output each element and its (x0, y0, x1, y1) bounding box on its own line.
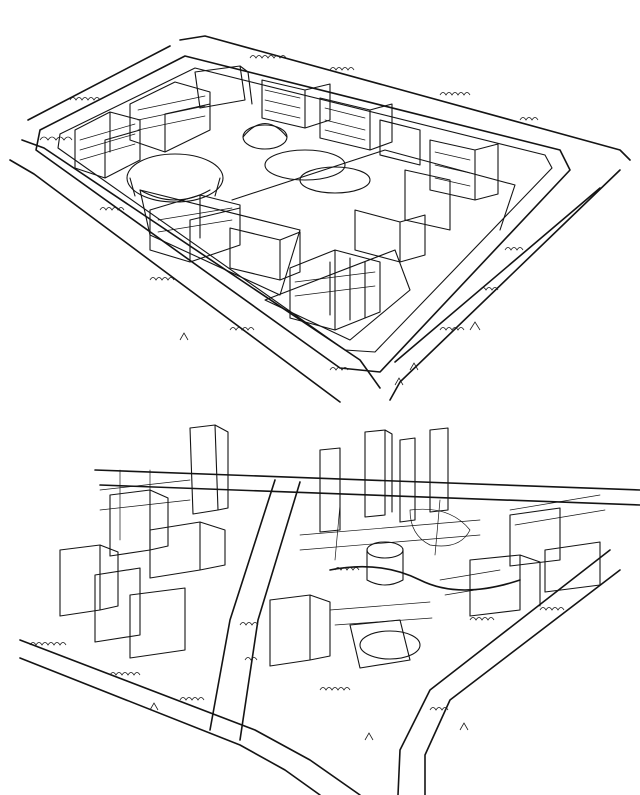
tree-scrubs (39, 55, 539, 386)
top-sketch (9, 35, 631, 403)
urban-district-drawing (19, 424, 640, 795)
grid-and-plazas (99, 469, 606, 626)
towers-and-blocks (59, 424, 601, 669)
bottom-sketch (0, 410, 640, 795)
campus-plan-drawing (9, 35, 631, 403)
building-masses (74, 65, 499, 331)
structure-hatching (79, 89, 471, 297)
surrounding-roads (9, 35, 631, 403)
main-roads (19, 469, 640, 795)
street-trees (29, 567, 565, 741)
